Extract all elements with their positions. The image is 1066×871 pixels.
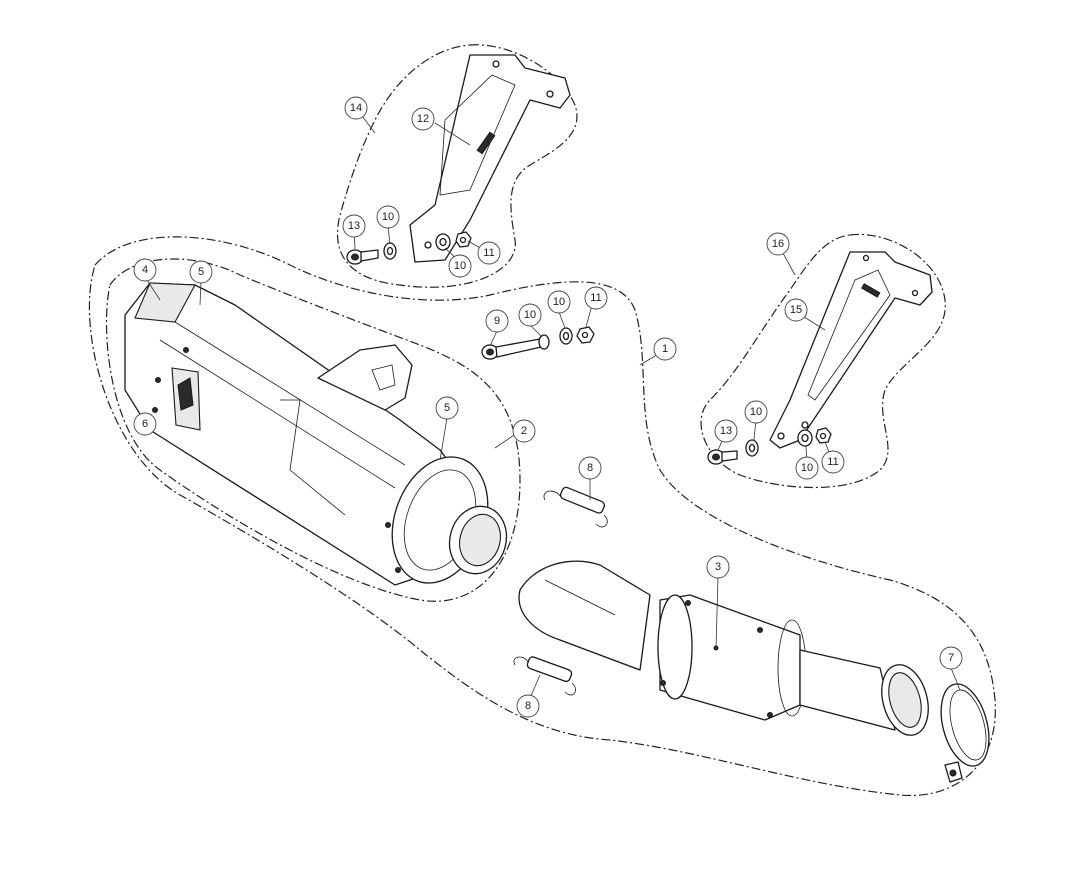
spring-8-upper [543, 486, 608, 528]
callout-8-lower: 8 [516, 694, 540, 718]
callout-5-right: 5 [435, 396, 459, 420]
callout-1: 1 [653, 337, 677, 361]
callout-9: 9 [485, 309, 509, 333]
link-pipe-3 [518, 560, 929, 736]
washer-10-mid-b [559, 327, 573, 345]
callout-label: 13 [720, 425, 732, 437]
callout-15: 15 [784, 298, 808, 322]
nut-11-right [815, 427, 832, 444]
callout-12: 12 [411, 107, 435, 131]
clamp-7 [940, 683, 990, 783]
callout-10-top-b: 10 [448, 254, 472, 278]
group-outline-2 [105, 258, 521, 602]
callout-label: 9 [494, 315, 500, 327]
callout-label: 16 [772, 238, 784, 250]
callout-label: 6 [142, 418, 148, 430]
callout-label: 3 [715, 561, 721, 573]
callout-13-right: 13 [714, 419, 738, 443]
bolt-13-top [346, 249, 379, 265]
callout-10-mid-b: 10 [547, 290, 571, 314]
callout-label: 15 [790, 304, 802, 316]
callout-label: 11 [590, 292, 601, 304]
callout-14: 14 [344, 96, 368, 120]
callout-label: 10 [454, 260, 466, 272]
washer-10-top-left [383, 242, 397, 260]
callout-label: 7 [948, 652, 954, 664]
callout-label: 14 [350, 102, 362, 114]
callout-label: 1 [662, 343, 668, 355]
washer-10-right-right [797, 429, 813, 447]
callout-7: 7 [939, 646, 963, 670]
callout-label: 5 [198, 266, 204, 278]
bolt-13-right [707, 449, 738, 465]
callout-8-upper: 8 [578, 456, 602, 480]
callout-label: 12 [417, 113, 429, 125]
spring-8-lower [513, 656, 576, 696]
callout-label: 10 [750, 406, 762, 418]
callout-11-mid: 11 [584, 286, 608, 310]
callout-10-right-b: 10 [795, 456, 819, 480]
callout-label: 4 [142, 264, 148, 276]
bolt-9 [481, 338, 542, 360]
group-outline-1 [88, 236, 996, 797]
bracket-15 [769, 251, 933, 449]
callout-3: 3 [706, 555, 730, 579]
washer-10-right-left [745, 439, 759, 457]
callout-16: 16 [766, 232, 790, 256]
callout-10-mid-a: 10 [518, 303, 542, 327]
callout-5-left: 5 [189, 260, 213, 284]
callout-label: 11 [827, 456, 838, 468]
callout-label: 10 [382, 211, 394, 223]
callout-label: 10 [801, 462, 813, 474]
callout-label: 2 [521, 425, 527, 437]
callout-11-top: 11 [477, 241, 501, 265]
callout-2: 2 [512, 419, 536, 443]
callout-13-top: 13 [342, 214, 366, 238]
group-outline-16 [700, 233, 946, 489]
callout-6: 6 [133, 412, 157, 436]
callout-label: 10 [553, 296, 565, 308]
callout-4: 4 [133, 258, 157, 282]
washer-10-top-right [435, 233, 451, 251]
callout-11-right: 11 [821, 450, 845, 474]
callout-label: 11 [483, 247, 494, 259]
callout-label: 5 [444, 402, 450, 414]
callout-label: 8 [587, 462, 593, 474]
silencer-2 [124, 282, 508, 586]
group-outline-14 [336, 44, 578, 288]
callout-10-top-a: 10 [376, 205, 400, 229]
callout-label: 8 [525, 700, 531, 712]
nut-11-mid [576, 326, 595, 344]
nut-11-top [455, 231, 472, 248]
callout-label: 10 [524, 309, 536, 321]
callout-label: 13 [348, 220, 360, 232]
washer-10-mid-a [538, 334, 550, 350]
callout-10-right-a: 10 [744, 400, 768, 424]
bracket-12 [409, 54, 571, 263]
